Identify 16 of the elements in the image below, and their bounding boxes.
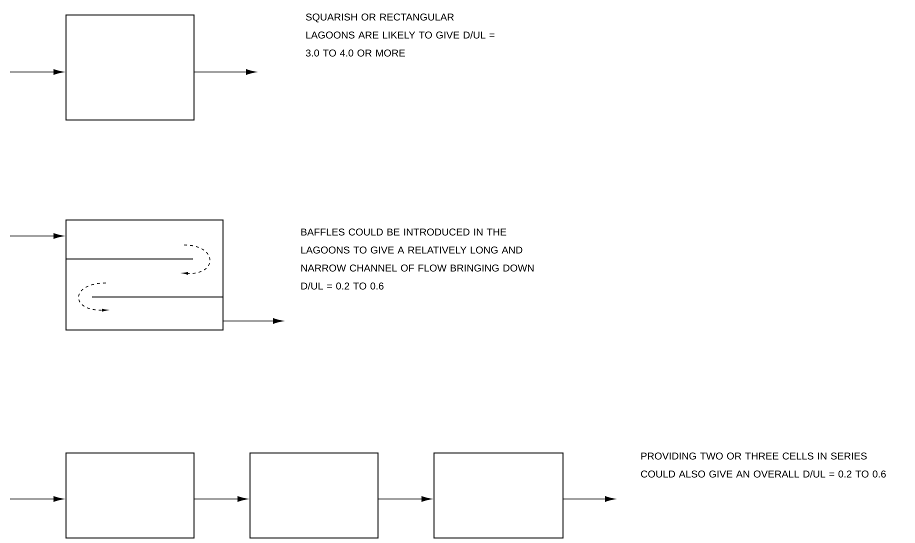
flow-arrow: [194, 496, 248, 502]
lagoon-box: [250, 452, 378, 538]
lagoon-box: [66, 452, 194, 538]
flow-arrow: [378, 496, 432, 502]
flow-arrow: [10, 233, 64, 239]
flow-arrow: [194, 69, 256, 75]
note-text: BAFFLES COULD BE INTRODUCED IN THE LAGOONS TO GIVE A RELATIVELY LONG AND NARROW CHANNEL OF FLOW BRINGING DOWN D/UL = 0.2 TO 0.6: [301, 228, 534, 290]
lagoon-box: [434, 452, 564, 538]
lagoon-box: [66, 220, 224, 330]
flow-arrow: [223, 318, 283, 324]
note-text: PROVIDING TWO OR THREE CELLS IN SERIES COULD ALSO GIVE AN OVERALL D/UL = 0.2 TO 0.6: [641, 452, 886, 478]
note-text: SQUARISH OR RECTANGULAR LAGOONS ARE LIKELY TO GIVE D/UL = 3.0 TO 4.0 OR MORE: [306, 14, 494, 57]
flow-arrow: [10, 69, 64, 75]
lagoon-box: [66, 14, 194, 120]
flow-arrow: [10, 496, 64, 502]
flow-arrow: [563, 496, 615, 502]
